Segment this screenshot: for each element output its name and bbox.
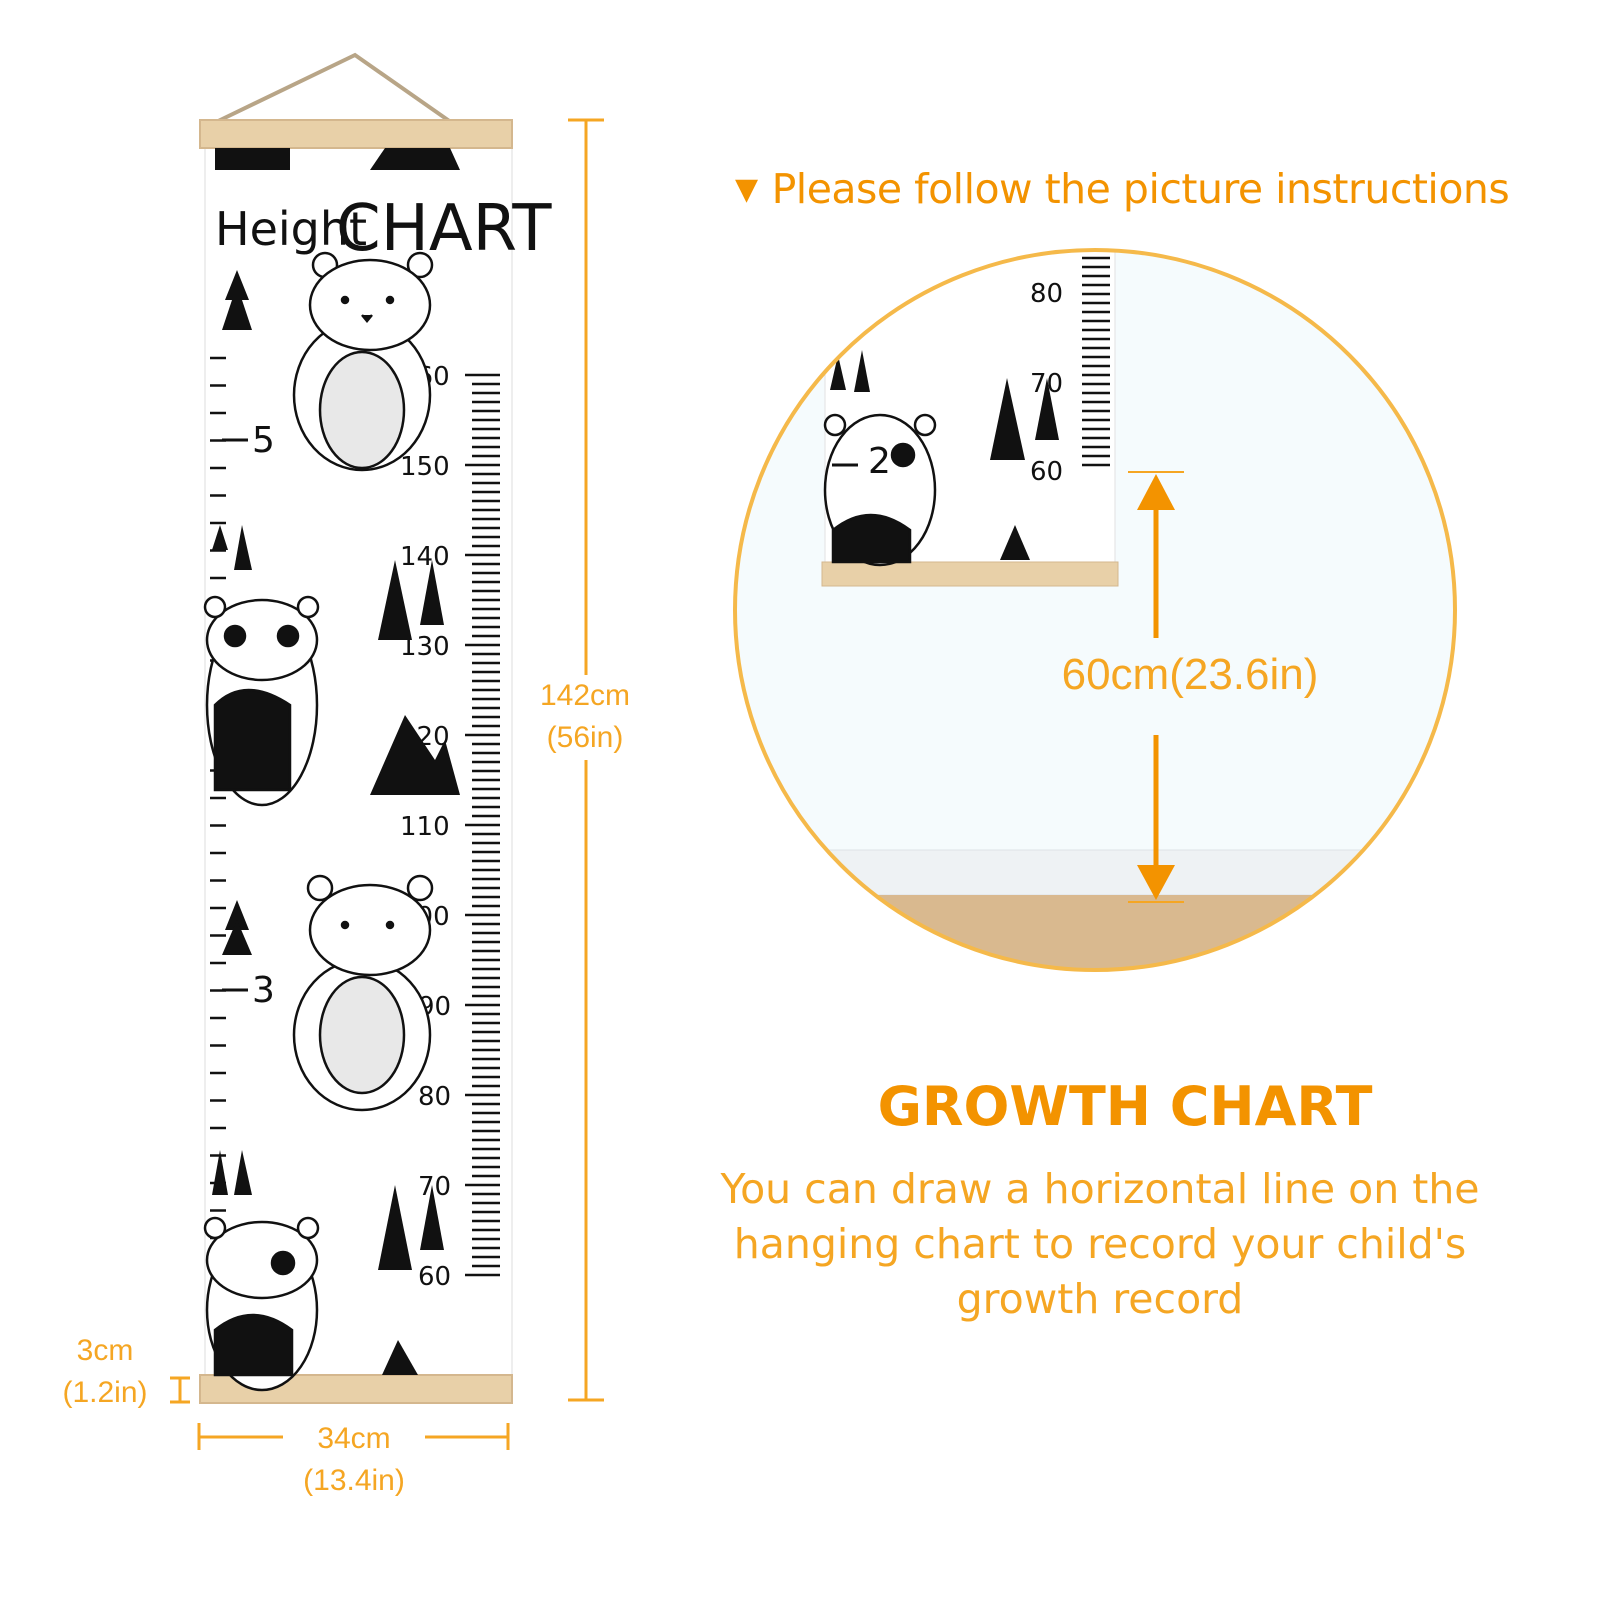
- mountain-illustrations: [370, 715, 460, 1375]
- height-cm: 142cm: [539, 679, 631, 712]
- cm-label-150: 150: [400, 452, 450, 482]
- year-label-5: 5: [252, 420, 275, 461]
- title-deco-right: [370, 148, 460, 170]
- width-in: (13.4in): [303, 1464, 405, 1497]
- height-in: (56in): [546, 721, 624, 754]
- mini-panda: [823, 413, 937, 567]
- rod-in: (1.2in): [62, 1376, 148, 1409]
- instruction-heading: ▼ Please follow the picture instructions: [735, 165, 1510, 213]
- wood-floor: [735, 895, 1455, 970]
- panda-illustration: [203, 595, 320, 807]
- arrow-down-icon: [1137, 865, 1175, 900]
- tiger-illustration: [292, 251, 434, 472]
- mini-bottom-rod: [821, 561, 1119, 587]
- growth-description: You can draw a horizontal line on the ha…: [720, 1165, 1480, 1323]
- mini-ruler: [1082, 256, 1110, 467]
- cm-label-60: 60: [418, 1262, 451, 1292]
- width-cm: 34cm: [317, 1422, 391, 1455]
- measure-label: 60cm(23.6in): [1000, 650, 1380, 700]
- top-rod: [199, 119, 513, 149]
- arrow-up-icon: [1137, 474, 1175, 510]
- year-label-3: 3: [252, 970, 275, 1011]
- mini-year-label-2: 2: [868, 441, 891, 482]
- baseboard: [735, 849, 1455, 896]
- circle-border: [733, 248, 1457, 972]
- mini-label-80: 80: [1030, 279, 1063, 309]
- cm-label-80: 80: [418, 1082, 451, 1112]
- title-deco-left: [215, 148, 290, 170]
- width-dimension-label: 34cm (13.4in): [283, 1418, 425, 1502]
- mini-trees: [830, 350, 1059, 560]
- mini-label-60: 60: [1030, 457, 1063, 487]
- cm-label-70: 70: [418, 1172, 451, 1202]
- tiger-illustration-2: [292, 874, 434, 1112]
- cm-label-140: 140: [400, 542, 450, 572]
- chart-title-left: Height: [215, 202, 367, 256]
- panda-illustration-2: [203, 1216, 320, 1392]
- rod-dimension-label: 3cm (1.2in): [45, 1330, 165, 1414]
- hanging-string: [209, 52, 457, 127]
- cm-label-110: 110: [400, 812, 450, 842]
- rod-cm: 3cm: [76, 1334, 134, 1367]
- height-dimension-label: 142cm (56in): [520, 675, 650, 759]
- ruler-ticks: [465, 373, 500, 1277]
- instruction-text: Please follow the picture instructions: [771, 165, 1510, 213]
- growth-title: GROWTH CHART: [877, 1075, 1373, 1138]
- chart-title-right: CHART: [336, 192, 552, 266]
- tree-illustrations: [212, 270, 444, 1270]
- triangle-down-icon: ▼: [735, 172, 758, 207]
